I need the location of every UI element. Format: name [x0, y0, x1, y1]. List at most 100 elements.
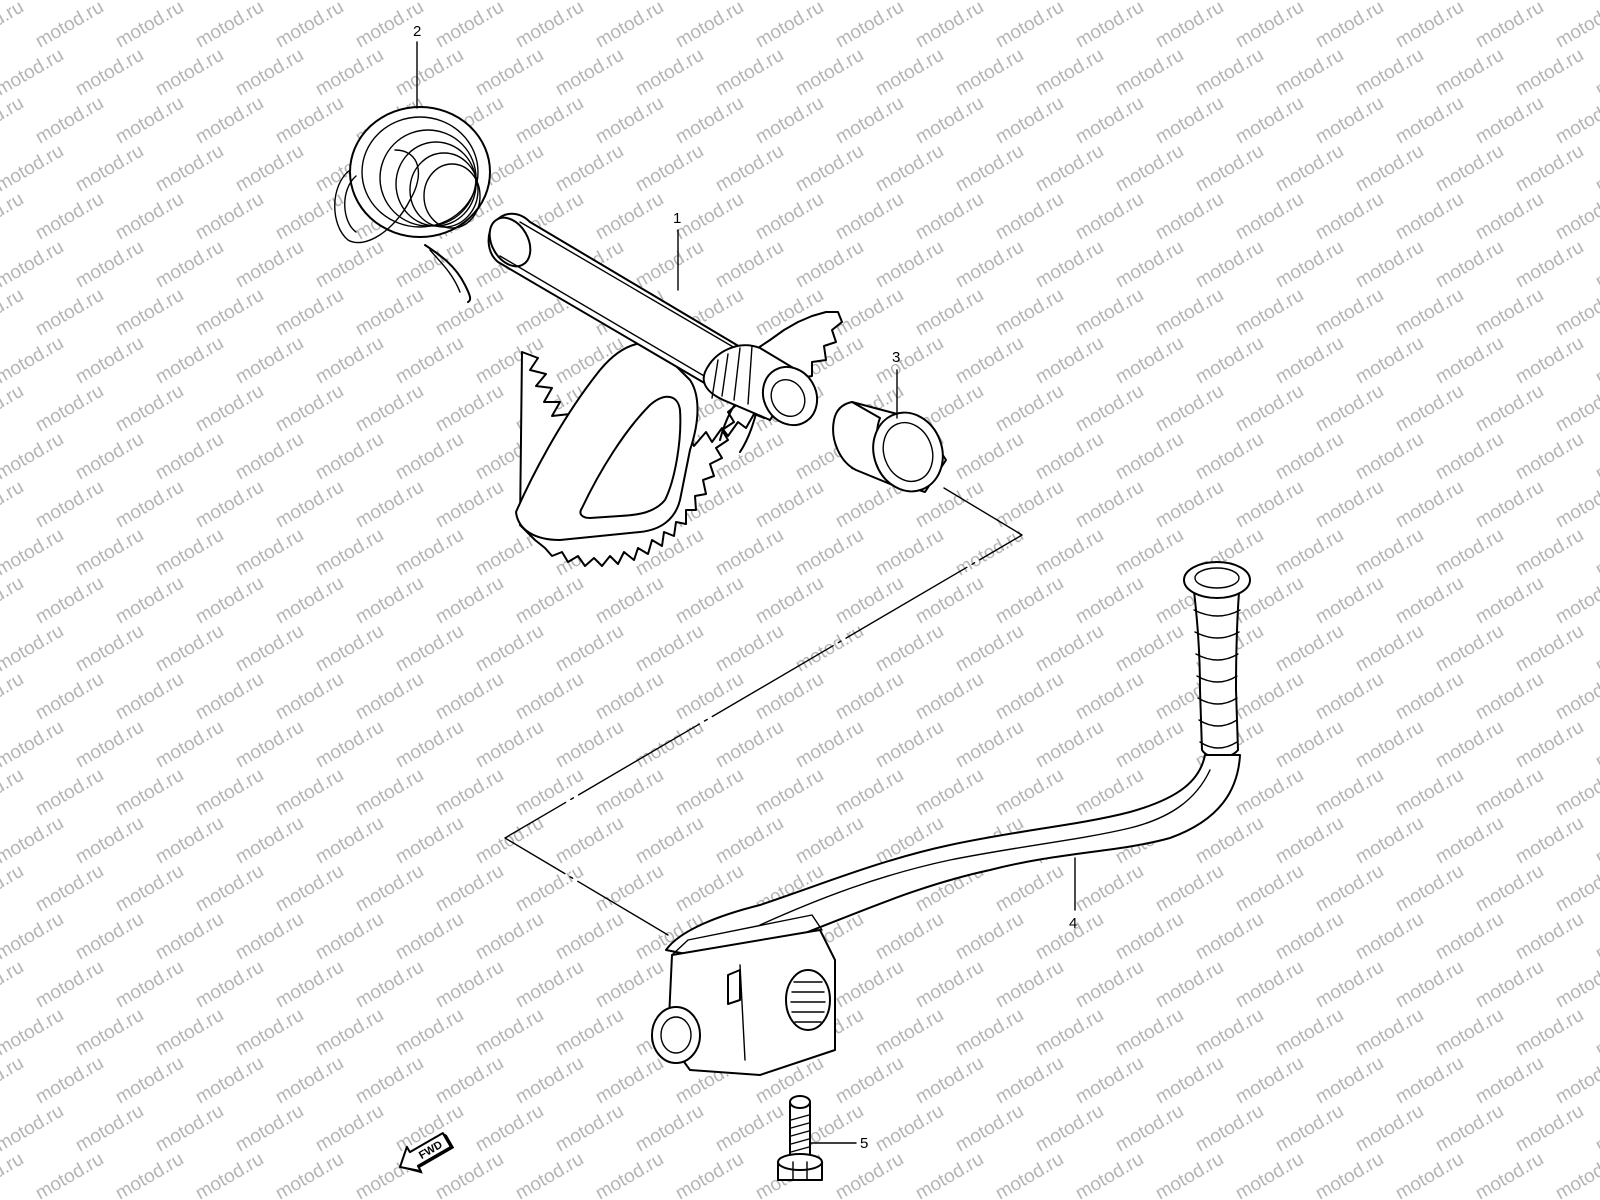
- watermark-text: motod.ru: [192, 957, 267, 1013]
- watermark-text: motod.ru: [32, 957, 107, 1013]
- watermark-text: motod.ru: [232, 909, 307, 965]
- watermark-text: motod.ru: [272, 93, 347, 149]
- watermark-text: motod.ru: [712, 621, 787, 677]
- watermark-text: motod.ru: [672, 1149, 747, 1200]
- watermark-text: motod.ru: [0, 285, 27, 341]
- watermark-text: motod.ru: [432, 957, 507, 1013]
- watermark-text: motod.ru: [1112, 45, 1187, 101]
- watermark-text: motod.ru: [1512, 333, 1587, 389]
- watermark-text: motod.ru: [792, 141, 867, 197]
- watermark-text: motod.ru: [552, 813, 627, 869]
- watermark-text: motod.ru: [1512, 525, 1587, 581]
- watermark-text: motod.ru: [72, 1101, 147, 1157]
- watermark-text: motod.ru: [1472, 1053, 1547, 1109]
- watermark-text: motod.ru: [0, 1101, 67, 1157]
- watermark-text: motod.ru: [1472, 573, 1547, 629]
- watermark-text: motod.ru: [952, 621, 1027, 677]
- watermark-text: motod.ru: [992, 0, 1067, 52]
- watermark-text: motod.ru: [1512, 1005, 1587, 1061]
- watermark-text: motod.ru: [952, 333, 1027, 389]
- watermark-text: motod.ru: [1312, 1053, 1387, 1109]
- watermark-text: motod.ru: [152, 141, 227, 197]
- watermark-text: motod.ru: [1352, 525, 1427, 581]
- watermark-text: motod.ru: [552, 909, 627, 965]
- watermark-text: motod.ru: [192, 381, 267, 437]
- watermark-text: motod.ru: [912, 93, 987, 149]
- watermark-text: motod.ru: [832, 957, 907, 1013]
- part-3-bushing[interactable]: [832, 401, 954, 501]
- callout-2: 2: [413, 23, 421, 40]
- watermark-text: motod.ru: [112, 765, 187, 821]
- watermark-text: motod.ru: [952, 45, 1027, 101]
- watermark-text: motod.ru: [0, 1053, 27, 1109]
- watermark-text: motod.ru: [1312, 1149, 1387, 1200]
- watermark-text: motod.ru: [1352, 621, 1427, 677]
- watermark-text: motod.ru: [32, 93, 107, 149]
- watermark-text: motod.ru: [1232, 381, 1307, 437]
- watermark-text: motod.ru: [792, 813, 867, 869]
- watermark-text: motod.ru: [912, 669, 987, 725]
- watermark-text: motod.ru: [1552, 381, 1600, 437]
- watermark-text: motod.ru: [1152, 93, 1227, 149]
- watermark-text: motod.ru: [1072, 0, 1147, 52]
- watermark-text: motod.ru: [1352, 429, 1427, 485]
- watermark-text: motod.ru: [392, 909, 467, 965]
- watermark-text: motod.ru: [592, 765, 667, 821]
- watermark-text: motod.ru: [392, 717, 467, 773]
- watermark-text: motod.ru: [952, 141, 1027, 197]
- watermark-text: motod.ru: [1232, 93, 1307, 149]
- watermark-text: motod.ru: [992, 189, 1067, 245]
- part-2-kick-spring[interactable]: [334, 106, 491, 303]
- watermark-text: motod.ru: [72, 813, 147, 869]
- watermark-text: motod.ru: [0, 381, 27, 437]
- watermark-text: motod.ru: [752, 573, 827, 629]
- watermark-text: motod.ru: [752, 765, 827, 821]
- watermark-text: motod.ru: [1392, 285, 1467, 341]
- watermark-text: motod.ru: [1312, 573, 1387, 629]
- watermark-text: motod.ru: [152, 813, 227, 869]
- watermark-text: motod.ru: [1072, 93, 1147, 149]
- watermark-text: motod.ru: [32, 189, 107, 245]
- watermark-text: motod.ru: [272, 1149, 347, 1200]
- watermark-text: motod.ru: [512, 573, 587, 629]
- watermark-text: motod.ru: [1352, 1101, 1427, 1157]
- watermark-text: motod.ru: [0, 621, 67, 677]
- watermark-text: motod.ru: [832, 93, 907, 149]
- watermark-text: motod.ru: [1552, 861, 1600, 917]
- watermark-text: motod.ru: [1512, 429, 1587, 485]
- part-1-kick-starter-shaft[interactable]: [481, 210, 843, 567]
- watermark-text: motod.ru: [472, 1101, 547, 1157]
- watermark-text: motod.ru: [432, 765, 507, 821]
- watermark-text: motod.ru: [192, 861, 267, 917]
- watermark-text: motod.ru: [192, 573, 267, 629]
- watermark-text: motod.ru: [232, 1005, 307, 1061]
- watermark-text: motod.ru: [32, 573, 107, 629]
- watermark-text: motod.ru: [1432, 1005, 1507, 1061]
- watermark-text: motod.ru: [0, 861, 27, 917]
- part-5-bolt[interactable]: [777, 1095, 823, 1181]
- part-4-kick-starter-lever[interactable]: [651, 561, 1251, 1076]
- watermark-text: motod.ru: [1232, 285, 1307, 341]
- watermark-text: motod.ru: [32, 1053, 107, 1109]
- watermark-text: motod.ru: [592, 957, 667, 1013]
- watermark-text: motod.ru: [1032, 621, 1107, 677]
- watermark-text: motod.ru: [432, 861, 507, 917]
- watermark-text: motod.ru: [1512, 813, 1587, 869]
- watermark-text: motod.ru: [32, 669, 107, 725]
- watermark-text: motod.ru: [952, 1005, 1027, 1061]
- watermark-text: motod.ru: [992, 765, 1067, 821]
- watermark-text: motod.ru: [992, 381, 1067, 437]
- watermark-text: motod.ru: [792, 525, 867, 581]
- watermark-text: motod.ru: [72, 525, 147, 581]
- watermark-text: motod.ru: [1552, 669, 1600, 725]
- watermark-text: motod.ru: [1072, 957, 1147, 1013]
- watermark-text: motod.ru: [592, 189, 667, 245]
- watermark-text: motod.ru: [992, 861, 1067, 917]
- watermark-text: motod.ru: [832, 1149, 907, 1200]
- watermark-text: motod.ru: [1512, 1101, 1587, 1157]
- watermark-text: motod.ru: [1552, 189, 1600, 245]
- watermark-text: motod.ru: [1112, 1005, 1187, 1061]
- watermark-text: motod.ru: [1072, 381, 1147, 437]
- watermark-text: motod.ru: [232, 813, 307, 869]
- watermark-text: motod.ru: [1152, 477, 1227, 533]
